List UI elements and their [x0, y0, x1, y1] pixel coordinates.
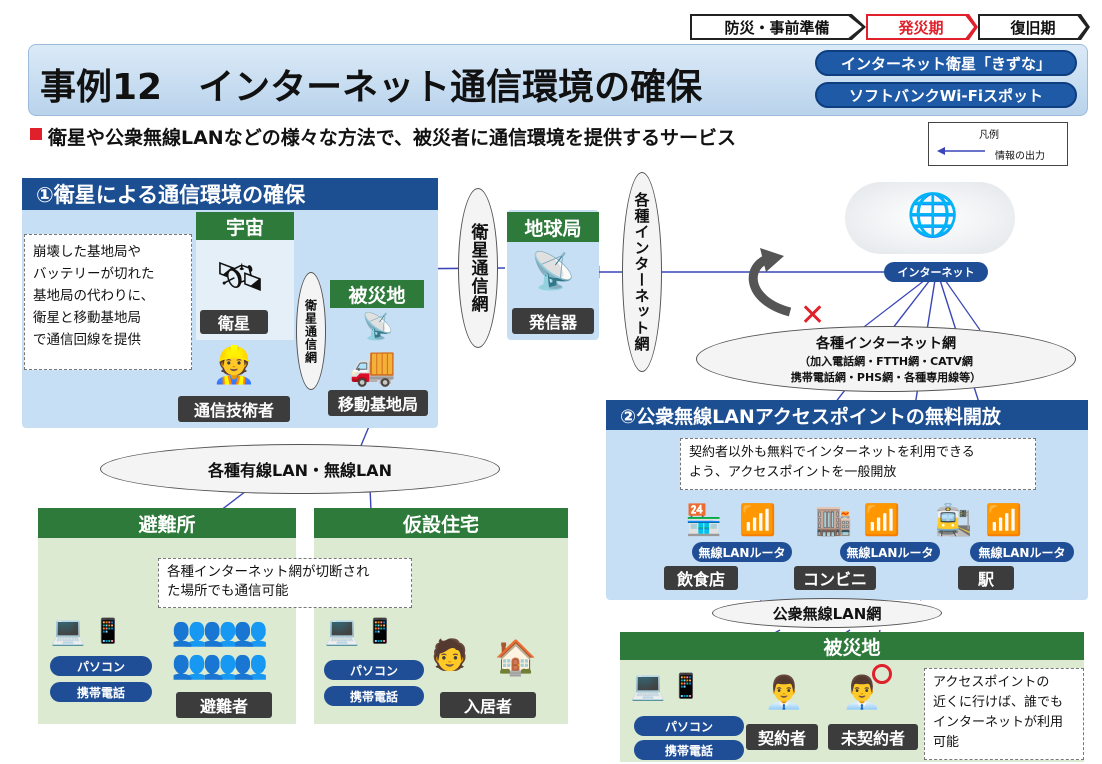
page-title: 事例12 インターネット通信環境の確保 [40, 67, 703, 108]
disaster2-pc-label: パソコン [634, 716, 744, 736]
dish-icon: 📡 [361, 312, 395, 342]
router-label-2: 無線LANルータ [840, 542, 940, 562]
internet-networks-title: 各種インターネット網 [816, 336, 956, 352]
router-label-1: 無線LANルータ [692, 542, 792, 562]
housing-phone-label: 携帯電話 [324, 686, 424, 706]
phase-recovery: 復旧期 [978, 14, 1090, 40]
sat-link-big: 衛星通信網 [458, 188, 498, 348]
section1-note: 崩壊した基地局や バッテリーが切れた 基地局の代わりに、 衛星と移動基地局 で通… [24, 234, 192, 370]
ok-circle-icon [872, 664, 892, 684]
non-subscriber-label: 未契約者 [828, 724, 918, 750]
legend-item: 情報の出力 [995, 151, 1045, 162]
house-icon: 🏠 [494, 638, 538, 678]
sat-link-small: 衛星通信網 [296, 272, 326, 390]
housing-phone-icon: 📱 [365, 617, 395, 645]
disaster2-pc-icon: 💻 [630, 668, 666, 702]
mobile-station-label: 移動基地局 [328, 390, 428, 416]
resident-icon: 🧑 [431, 637, 469, 673]
shelter-phone-label: 携帯電話 [50, 682, 152, 702]
residents-label: 入居者 [440, 692, 536, 718]
truck-icon: 🚚 [349, 343, 397, 388]
space-label: 宇宙 [196, 212, 294, 240]
public-lan-ellipse: 公衆無線LAN網 [712, 598, 942, 628]
transmitter-label: 発信器 [512, 308, 594, 334]
internet-networks-line2: 携帯電話網・PHS網・各種専用線等） [790, 371, 982, 384]
router-icon-1: 📶 [739, 502, 777, 538]
tag-kizuna: インターネット衛星「きずな」 [815, 50, 1077, 76]
internet-networks: 各種インターネット網 （加入電話網・FTTH網・CATV網 携帯電話網・PHS網… [696, 326, 1076, 392]
disaster2-heading: 被災地 [620, 632, 1084, 660]
shelter-phone-icon: 📱 [93, 617, 123, 645]
phase-recovery-label: 復旧期 [980, 16, 1086, 38]
phase-disaster-label: 発災期 [868, 16, 974, 38]
housing-pc-icon: 💻 [324, 613, 360, 647]
housing-heading: 仮設住宅 [314, 508, 568, 538]
satellite-icon: 🛰 [214, 253, 266, 300]
subscriber-label: 契約者 [746, 724, 818, 750]
globe-icon: 🌐 [906, 190, 960, 239]
internet-label: インターネット [884, 262, 988, 282]
engineer-label: 通信技術者 [178, 396, 290, 422]
internet-link-vertical: 各種インターネット網 [622, 172, 662, 372]
section2-note: 契約者以外も無料でインターネットを利用できる よう、アクセスポイントを一般開放 [680, 438, 1036, 490]
satellite-label: 衛星 [200, 310, 268, 334]
ground-station-label: 地球局 [507, 212, 599, 242]
bullet-icon [30, 128, 42, 140]
shelter-heading: 避難所 [38, 508, 296, 538]
disaster2-phone-label: 携帯電話 [634, 740, 744, 760]
lan-ellipse: 各種有線LAN・無線LAN [100, 444, 500, 494]
engineer-icon: 👷 [211, 345, 257, 386]
router-icon-3: 📶 [985, 502, 1023, 538]
legend-box: 凡例 情報の出力 [928, 122, 1068, 166]
convenience-icon: 🏬 [815, 502, 853, 538]
shelter-pc-label: パソコン [50, 656, 152, 676]
evacuees-icon: 👥👥👥👥👥👥 [171, 615, 269, 681]
cloud-shape [845, 182, 1015, 254]
section2-heading: ②公衆無線LANアクセスポイントの無料開放 [606, 400, 1088, 430]
legend-arrow-icon [937, 147, 985, 155]
tag-wifi: ソフトバンクWi-Fiスポット [815, 82, 1077, 108]
internet-networks-line1: （加入電話網・FTTH網・CATV網 [799, 355, 973, 368]
disaster-label: 被災地 [330, 280, 424, 308]
section1-heading: ①衛星による通信環境の確保 [22, 178, 438, 210]
phase-prep-label: 防災・事前準備 [692, 16, 862, 38]
legend-title: 凡例 [979, 130, 999, 141]
evacuees-label: 避難者 [176, 692, 272, 718]
place-convenience: コンビニ [794, 566, 876, 590]
housing-pc-label: パソコン [324, 660, 424, 680]
phase-disaster: 発災期 [866, 14, 978, 40]
router-icon-2: 📶 [863, 502, 901, 538]
place-restaurant: 飲食店 [664, 566, 738, 590]
subscriber-icon: 👨‍💼 [764, 673, 804, 711]
phase-prep: 防災・事前準備 [690, 14, 866, 40]
restaurant-icon: 🏪 [685, 502, 723, 538]
cut-note: 各種インターネット網が切断され た場所でも通信可能 [158, 558, 412, 608]
antenna-icon: 📡 [530, 251, 576, 292]
subtitle: 衛星や公衆無線LANなどの様々な方法で、被災者に通信環境を提供するサービス [48, 127, 736, 149]
place-station: 駅 [958, 566, 1014, 590]
disaster2-phone-icon: 📱 [671, 672, 701, 700]
router-label-3: 無線LANルータ [970, 542, 1074, 562]
station-icon: 🚉 [935, 502, 973, 538]
shelter-pc-icon: 💻 [50, 613, 86, 647]
disaster2-note: アクセスポイントの 近くに行けば、誰でも インターネットが利用 可能 [924, 668, 1084, 760]
